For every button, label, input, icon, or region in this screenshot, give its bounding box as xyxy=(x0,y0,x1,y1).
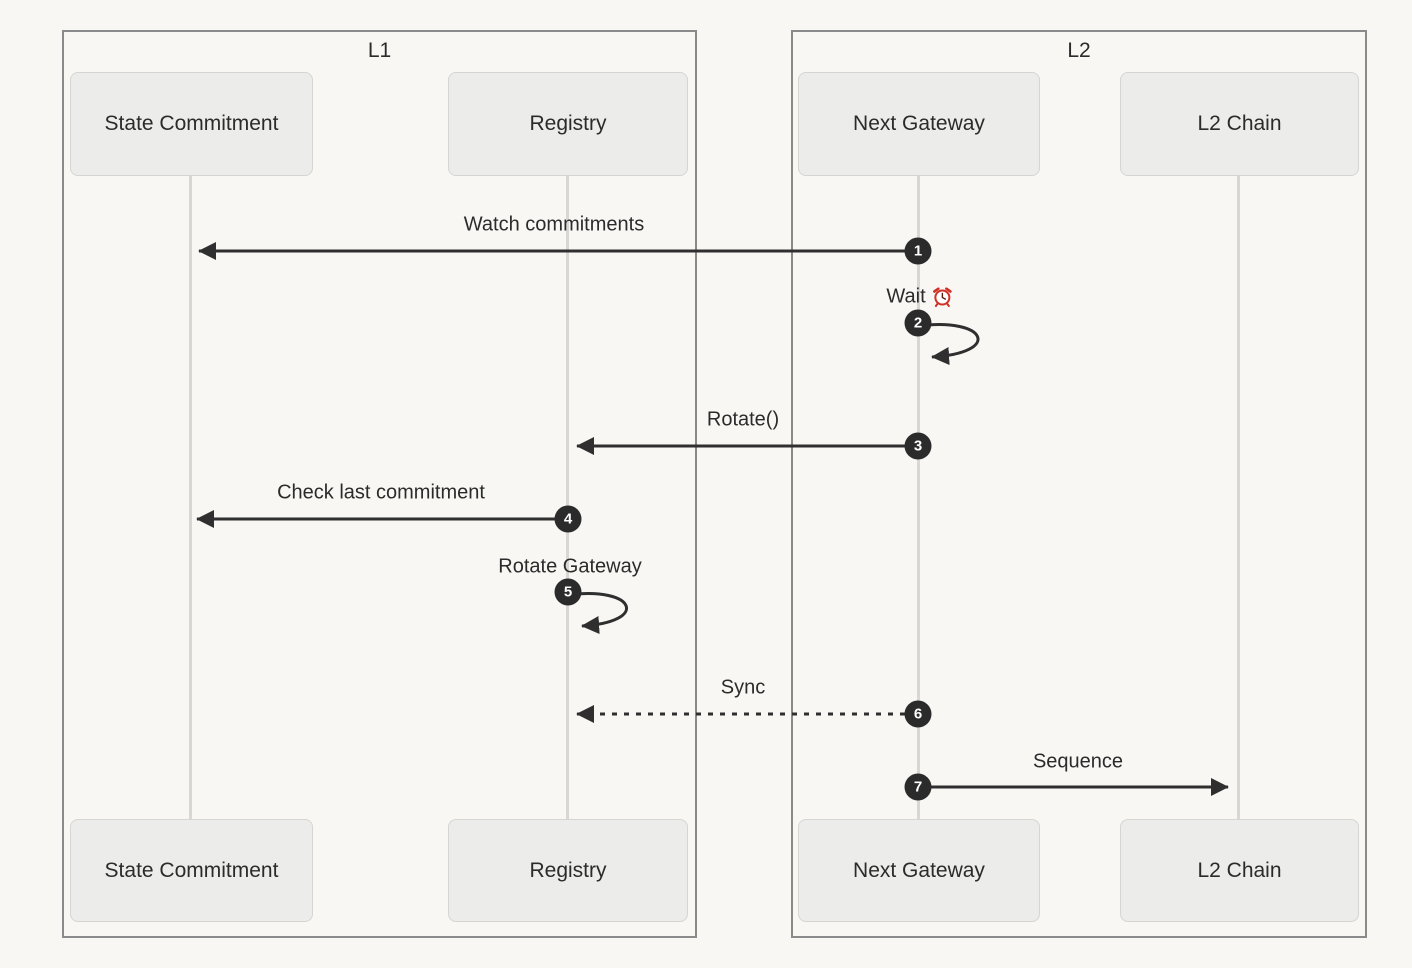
message-label-watch-commitments: Watch commitments xyxy=(463,213,645,236)
message-number-2: 2 xyxy=(904,309,932,337)
message-label-wait: Wait xyxy=(886,286,953,309)
actor-l2-chain-bottom: L2 Chain xyxy=(1120,819,1359,922)
lifeline-state-commitment xyxy=(189,176,192,820)
actor-state-commitment-top: State Commitment xyxy=(70,72,313,176)
message-number-1: 1 xyxy=(904,237,932,265)
lifeline-registry xyxy=(566,176,569,820)
actor-state-commitment-bottom: State Commitment xyxy=(70,819,313,922)
group-l2: L2 xyxy=(791,30,1367,938)
actor-next-gateway-top: Next Gateway xyxy=(798,72,1040,176)
message-number-6: 6 xyxy=(904,700,932,728)
message-number-5: 5 xyxy=(554,578,582,606)
lifeline-l2-chain xyxy=(1237,176,1240,820)
group-l1: L1 xyxy=(62,30,697,938)
alarm-clock-icon xyxy=(933,286,952,307)
group-l2-label: L2 xyxy=(1067,39,1091,62)
lifeline-next-gateway xyxy=(917,176,920,820)
message-number-3: 3 xyxy=(904,432,932,460)
group-l1-label: L1 xyxy=(367,39,392,62)
actor-registry-top: Registry xyxy=(448,72,688,176)
actor-l2-chain-top: L2 Chain xyxy=(1120,72,1359,176)
message-label-rotate-gateway: Rotate Gateway xyxy=(498,555,642,578)
actor-next-gateway-bottom: Next Gateway xyxy=(798,819,1040,922)
actor-registry-bottom: Registry xyxy=(448,819,688,922)
message-label-sync: Sync xyxy=(720,676,766,699)
message-label-rotate: Rotate() xyxy=(706,408,780,431)
message-number-7: 7 xyxy=(904,773,932,801)
message-label-sequence: Sequence xyxy=(1032,750,1124,773)
message-number-4: 4 xyxy=(554,505,582,533)
message-label-check-last-commitment: Check last commitment xyxy=(277,481,485,504)
